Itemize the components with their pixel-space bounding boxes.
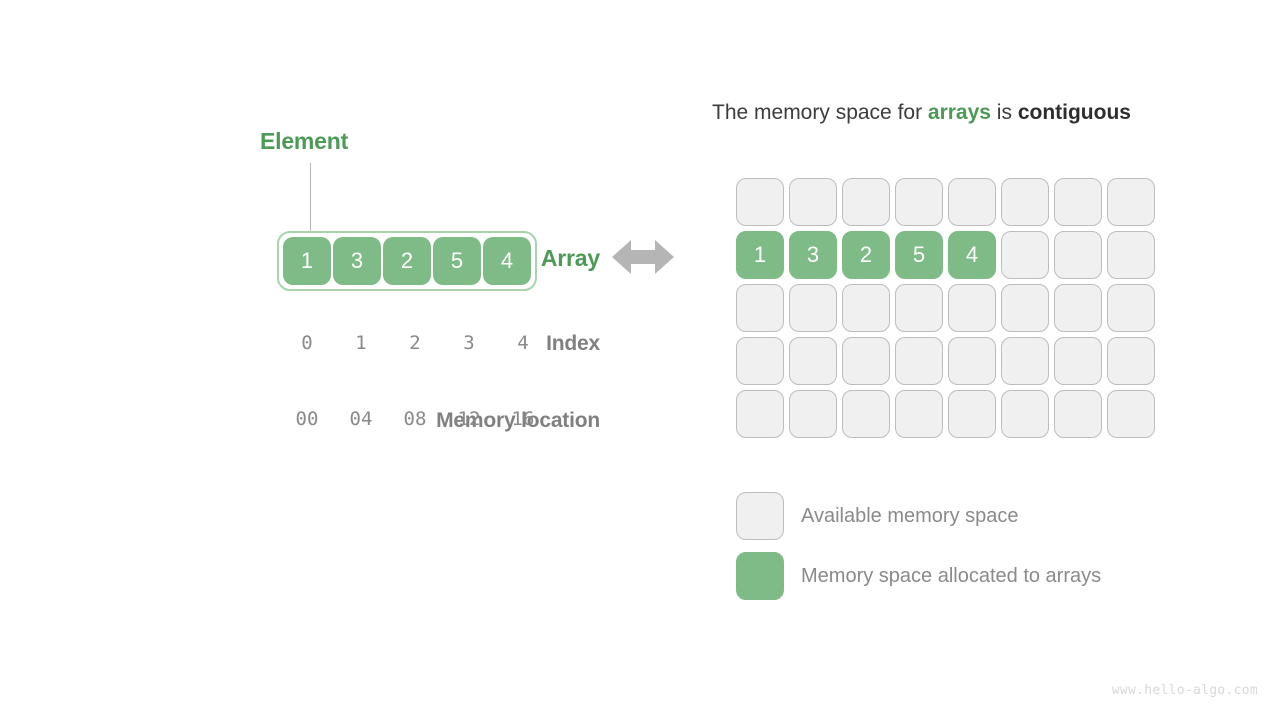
memory-cell [1054,390,1102,438]
heading-highlight-contiguous: contiguous [1017,101,1131,124]
memory-cell [1001,231,1049,279]
element-connector-line [310,163,311,235]
memory-location-value: 04 [349,408,373,430]
array-cell: 3 [333,237,381,285]
array-row-label: Array [540,245,600,271]
memory-cell [895,390,943,438]
heading-part-1: The memory space for [712,101,928,124]
memory-cell [948,284,996,332]
memory-grid-row [736,337,1155,385]
memory-cell [842,337,890,385]
array-container: 1 3 2 5 4 [277,231,537,291]
memory-cell-allocated: 5 [895,231,943,279]
memory-cell [1107,390,1155,438]
memory-cell [736,337,784,385]
memory-cell [1001,390,1049,438]
memory-grid-row [736,390,1155,438]
memory-cell [736,284,784,332]
memory-location-row-label: Memory location [436,409,600,432]
array-cell: 5 [433,237,481,285]
memory-cell [1001,178,1049,226]
memory-heading: The memory space for arrays is contiguou… [712,101,1131,125]
memory-cell [789,284,837,332]
memory-cell-allocated: 3 [789,231,837,279]
memory-grid-row [736,284,1155,332]
index-value: 3 [463,332,475,354]
memory-cell [1107,284,1155,332]
memory-cell [948,337,996,385]
memory-cell [895,337,943,385]
memory-grid-row: 1 3 2 5 4 [736,231,1155,279]
memory-cell [1054,284,1102,332]
memory-cell [736,178,784,226]
legend-swatch-allocated-icon [736,552,784,600]
memory-location-value: 00 [295,408,319,430]
index-value: 1 [355,332,367,354]
legend-label: Memory space allocated to arrays [801,564,1102,587]
memory-cell [1054,178,1102,226]
memory-grid: 1 3 2 5 4 [736,178,1155,438]
memory-cell [1054,231,1102,279]
memory-cell [1107,337,1155,385]
array-cell: 4 [483,237,531,285]
element-callout-label: Element [260,128,349,154]
memory-cell-allocated: 1 [736,231,784,279]
memory-cell [736,390,784,438]
memory-cell [895,284,943,332]
memory-cell [948,178,996,226]
array-cell: 1 [283,237,331,285]
legend-item-available: Available memory space [736,492,1101,540]
memory-cell [1107,178,1155,226]
legend: Available memory space Memory space allo… [736,492,1101,600]
memory-cell [789,337,837,385]
memory-location-value: 12 [457,408,481,430]
legend-item-allocated: Memory space allocated to arrays [736,552,1101,600]
memory-cell-allocated: 4 [948,231,996,279]
index-row-label: Index [546,332,600,355]
index-values-row: 0 1 2 3 4 [281,332,549,354]
heading-part-2: is [990,101,1018,124]
heading-highlight-arrays: arrays [927,101,991,124]
memory-cell [842,390,890,438]
memory-cell [842,284,890,332]
memory-cell [895,178,943,226]
double-headed-arrow-icon [612,238,674,276]
index-value: 0 [301,332,313,354]
memory-location-values-row: 00 04 08 12 16 [281,408,549,430]
legend-label: Available memory space [801,504,1019,527]
memory-location-value: 16 [511,408,535,430]
index-value: 4 [517,332,529,354]
memory-cell [789,178,837,226]
memory-cell [1001,337,1049,385]
array-diagram-panel: Element Array 1 3 2 5 4 Index 0 1 2 3 4 … [0,0,600,720]
memory-grid-row [736,178,1155,226]
memory-cell [1001,284,1049,332]
memory-cell-allocated: 2 [842,231,890,279]
memory-cell [842,178,890,226]
memory-cell [948,390,996,438]
watermark: www.hello-algo.com [1111,683,1258,698]
memory-cell [1054,337,1102,385]
memory-location-value: 08 [403,408,427,430]
index-value: 2 [409,332,421,354]
memory-cell [789,390,837,438]
legend-swatch-available-icon [736,492,784,540]
array-cell: 2 [383,237,431,285]
memory-cell [1107,231,1155,279]
memory-layout-panel: The memory space for arrays is contiguou… [700,0,1280,720]
